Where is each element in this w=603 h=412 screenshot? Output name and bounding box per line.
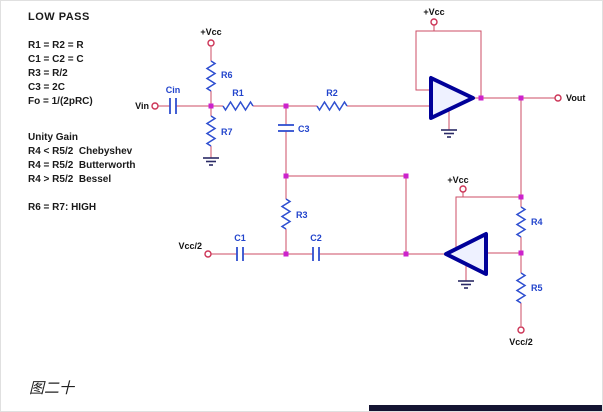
opamp-a1 <box>429 76 475 120</box>
c3-label: C3 <box>298 124 310 134</box>
resistor-r1 <box>222 100 254 112</box>
capacitors <box>169 98 320 261</box>
r3-label: R3 <box>296 210 308 220</box>
vcc2-left-label: Vcc/2 <box>178 241 202 251</box>
notes-title: LOW PASS <box>28 11 90 23</box>
c2-label: C2 <box>310 233 322 243</box>
capacitor-c1 <box>236 247 244 261</box>
opamp-a2 <box>444 232 488 276</box>
bottom-bar <box>369 405 602 411</box>
terminal-vout <box>554 94 562 102</box>
vcc-label-a2: +Vcc <box>447 175 468 185</box>
resistor-r4 <box>515 206 527 238</box>
figure-caption: 图二十 <box>29 381 75 397</box>
bias-note: R6 = R7: HIGH <box>28 202 97 213</box>
cin-label: Cin <box>166 85 181 95</box>
terminal-vcc2-left <box>204 250 212 258</box>
capacitor-cin <box>169 98 177 114</box>
vin-label: Vin <box>135 101 149 111</box>
r2-label: R2 <box>326 88 338 98</box>
terminal-vcc-a1 <box>430 18 438 26</box>
terminal-vcc-r6 <box>207 39 215 47</box>
vcc2-right-label: Vcc/2 <box>509 337 533 347</box>
r1-label: R1 <box>232 88 244 98</box>
terminal-vcc-a2 <box>459 185 467 193</box>
r5-label: R5 <box>531 283 543 293</box>
equation-line: R3 = R/2 <box>28 68 68 79</box>
vout-label: Vout <box>566 93 585 103</box>
gain-condition: R4 > R5/2 Bessel <box>28 174 112 185</box>
ground-symbol-a2 <box>458 280 474 289</box>
gain-title: Unity Gain <box>28 132 79 143</box>
resistor-r6 <box>205 60 217 92</box>
notes-panel: LOW PASS R1 = R2 = R C1 = C2 = C R3 = R/… <box>28 11 136 215</box>
gain-condition: R4 = R5/2 Butterworth <box>28 160 136 171</box>
r4-label: R4 <box>531 217 543 227</box>
terminal-vin <box>151 102 159 110</box>
resistor-r3 <box>280 198 292 230</box>
capacitor-c3 <box>278 124 294 132</box>
r7-label: R7 <box>221 127 233 137</box>
equation-line: C1 = C2 = C <box>28 54 84 65</box>
wires <box>158 25 555 326</box>
resistor-r7 <box>205 115 217 147</box>
equation-line: Fo = 1/(2pRC) <box>28 96 93 107</box>
capacitor-c2 <box>312 247 320 261</box>
ground-symbol-a1 <box>441 129 457 138</box>
equation-line: C3 = 2C <box>28 82 65 93</box>
terminal-vcc2-right <box>517 326 525 334</box>
vcc-label-a1: +Vcc <box>423 7 444 17</box>
equation-line: R1 = R2 = R <box>28 40 84 51</box>
ground-symbol-r7 <box>203 157 219 166</box>
junction-dots <box>208 95 524 257</box>
c1-label: C1 <box>234 233 246 243</box>
terminals <box>151 18 562 334</box>
resistors <box>205 60 527 304</box>
vcc-label-r6: +Vcc <box>200 27 221 37</box>
r6-label: R6 <box>221 70 233 80</box>
resistor-r5 <box>515 272 527 304</box>
gain-condition: R4 < R5/2 Chebyshev <box>28 146 133 157</box>
schematic-labels: Vin Cin +Vcc R6 R7 R1 R2 C3 R3 C1 C2 Vcc… <box>135 7 585 347</box>
resistor-r2 <box>316 100 348 112</box>
